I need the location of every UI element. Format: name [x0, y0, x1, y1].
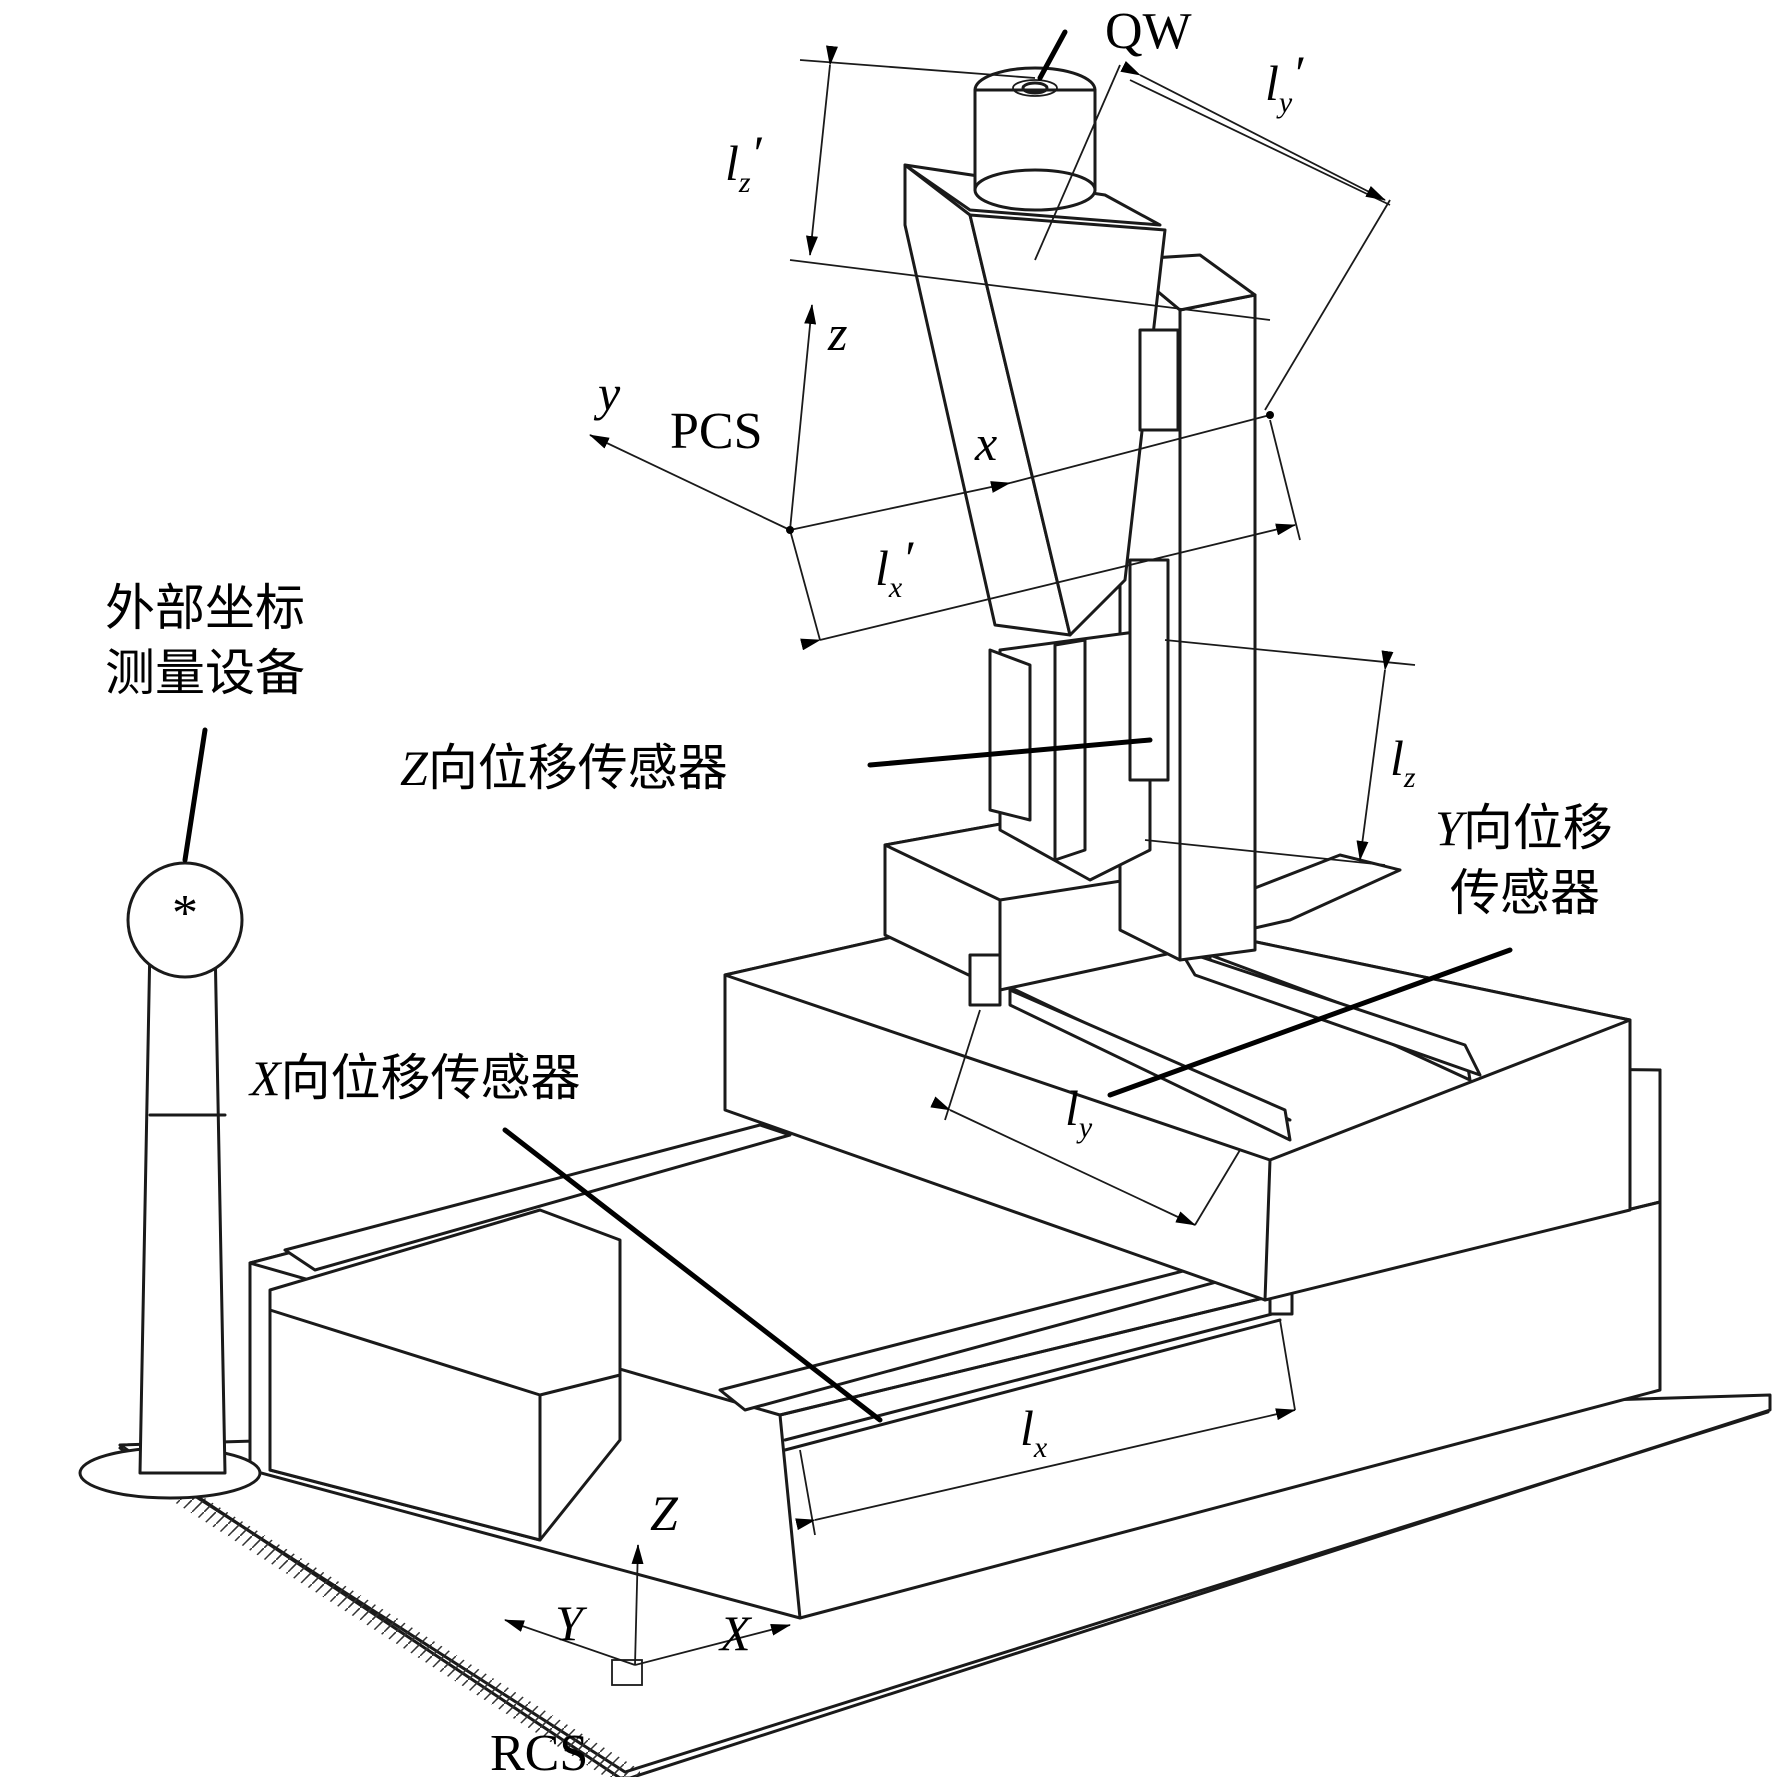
leader-lines	[182, 29, 1513, 1423]
pcs-axes	[589, 304, 1274, 534]
rcs-label: RCS	[490, 1725, 588, 1777]
lz-label: lz	[1390, 730, 1416, 794]
lx-prime-label: lx′	[875, 530, 914, 604]
y-sensor-label-line2: 传感器	[1450, 864, 1600, 922]
pcs-label: PCS	[670, 403, 763, 460]
ext-device-label-line2: 测量设备	[105, 644, 305, 702]
lz-prime-label: lz′	[725, 125, 763, 199]
pcs-x-label: x	[974, 415, 997, 471]
pcs-y-label: y	[593, 365, 621, 421]
ext-device-label-line1: 外部坐标	[105, 579, 305, 637]
qw-label: QW	[1105, 3, 1192, 60]
x-sensor-label: X向位移传感器	[248, 1049, 581, 1107]
rcs-y-label: Y	[555, 1595, 588, 1651]
external-measurement-device[interactable]: *	[78, 861, 262, 1500]
rcs-z-label: Z	[650, 1485, 679, 1541]
ly-prime-label: ly′	[1265, 45, 1304, 119]
pcs-z-label: z	[827, 305, 847, 361]
center-star-icon: *	[172, 885, 198, 942]
z-sensor-label: Z向位移传感器	[400, 739, 728, 797]
rcs-axes	[504, 1544, 791, 1686]
lx-label: lx	[1020, 1400, 1048, 1464]
ly-label: ly	[1065, 1080, 1093, 1144]
spindle[interactable]	[973, 66, 1097, 212]
rcs-x-label: X	[718, 1605, 753, 1661]
y-sensor-label-line1: Y向位移	[1435, 799, 1613, 857]
dimension-lines	[789, 45, 1416, 1536]
